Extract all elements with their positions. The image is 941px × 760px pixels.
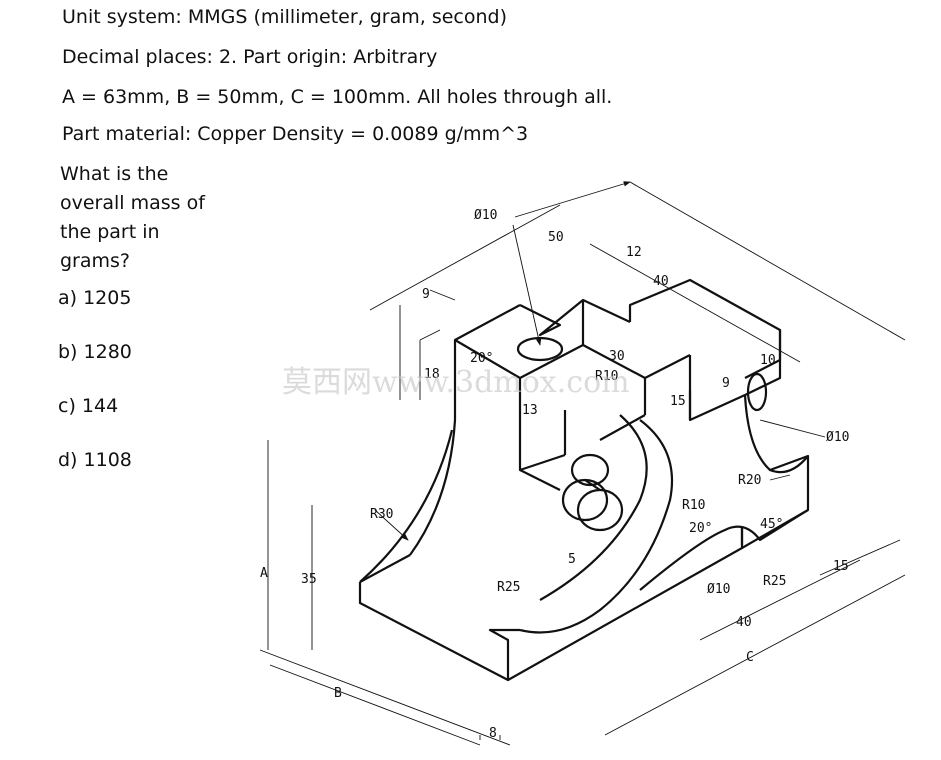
answer-option-c[interactable]: c) 144 [58,395,119,417]
dim-5: 5 [568,552,576,567]
dim-40-top: 40 [653,274,669,289]
dim-r30: R30 [370,507,393,522]
dim-15-mid: 15 [670,394,686,409]
decimal-places-line: Decimal places: 2. Part origin: Arbitrar… [62,46,438,68]
dim-12: 12 [626,245,642,260]
dim-10-right: 10 [760,353,776,368]
material-line: Part material: Copper Density = 0.0089 g… [62,123,529,145]
question-line: grams? [60,250,131,272]
dimension-labels: Ø10 50 12 40 9 20° 18 30 R10 10 9 15 13 … [260,208,849,741]
dim-15-right: 15 [833,559,849,574]
dim-18: 18 [424,367,440,382]
dim-diameter-10-top: Ø10 [474,208,497,223]
dim-9-right: 9 [722,376,730,391]
dim-r20: R20 [738,473,761,488]
question-line: overall mass of [60,192,205,214]
dim-r10-low: R10 [682,498,705,513]
dim-35: 35 [301,572,317,587]
dim-a: A [260,566,268,581]
dim-b: B [334,686,342,701]
answer-option-a[interactable]: a) 1205 [58,287,132,309]
dim-diameter-10-low: Ø10 [707,582,730,597]
dim-r25-right: R25 [763,574,786,589]
question-text: What is the overall mass of the part in … [60,160,205,276]
dim-13: 13 [522,403,538,418]
answer-option-b[interactable]: b) 1280 [58,341,132,363]
question-line: What is the [60,163,169,185]
dim-8: 8 [489,726,497,741]
unit-system-line: Unit system: MMGS (millimeter, gram, sec… [62,6,507,28]
watermark: 莫西网www.3dmox.com [282,365,630,400]
dimension-lines [259,181,906,746]
dim-50: 50 [548,230,564,245]
dim-diameter-10-right: Ø10 [826,430,849,445]
dim-angle-45: 45° [760,517,783,532]
dim-9-left: 9 [422,287,430,302]
dim-r25-left: R25 [497,580,520,595]
part-outline [358,278,810,682]
dim-r10-top: R10 [595,369,618,384]
dim-30: 30 [609,349,625,364]
dim-c: C [746,650,754,665]
dim-angle-20-top: 20° [470,351,493,366]
dim-angle-20-low: 20° [689,521,712,536]
dimensions-line: A = 63mm, B = 50mm, C = 100mm. All holes… [62,86,613,108]
answer-option-d[interactable]: d) 1108 [58,449,132,471]
dim-40-low: 40 [736,615,752,630]
question-line: the part in [60,221,160,243]
